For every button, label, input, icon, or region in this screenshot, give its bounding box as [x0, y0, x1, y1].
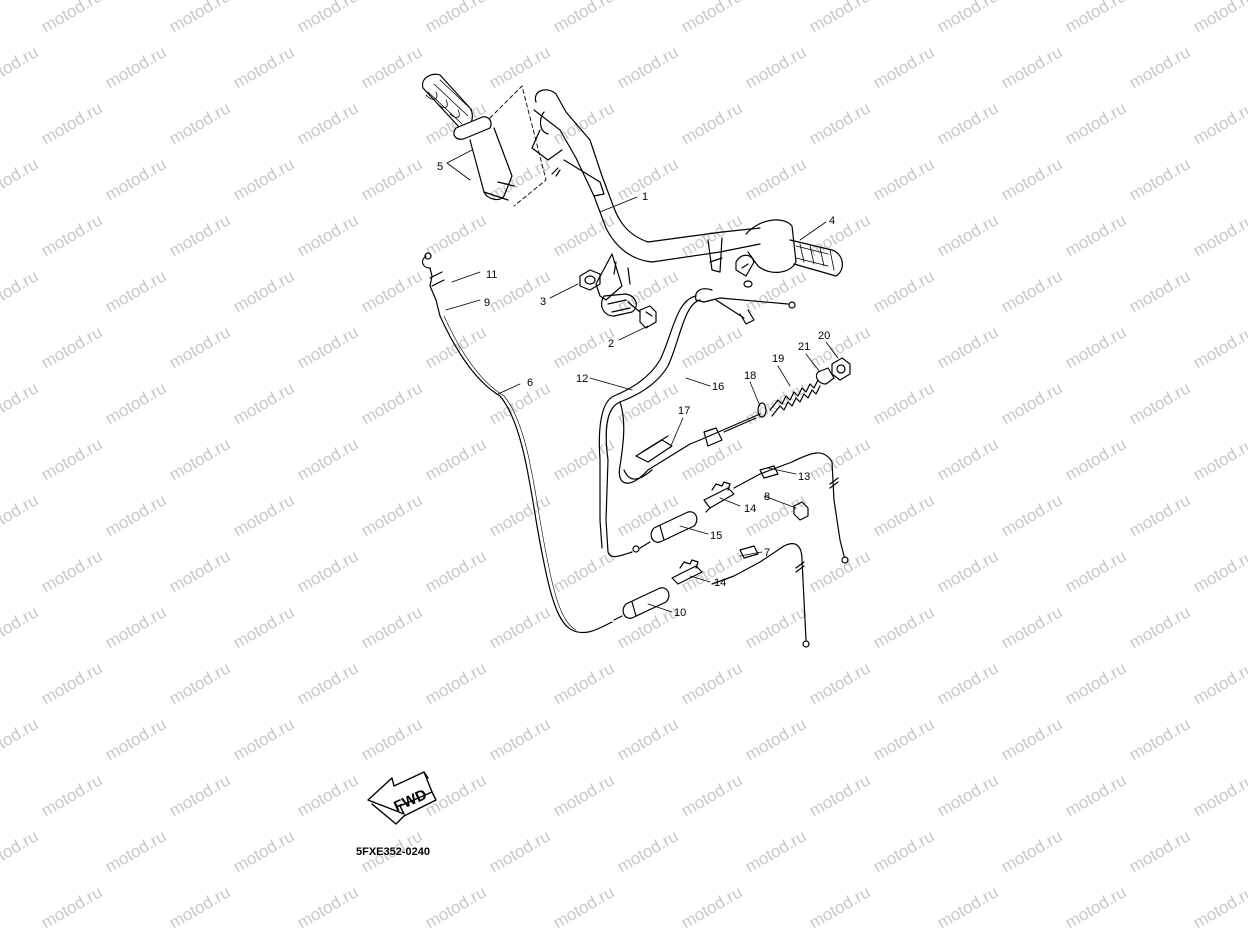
callout-labels: 1 2 3 4 5 6 7 8 9 10 11 12 13 14 14 15 1…: [437, 161, 835, 619]
brake-cable-7: [711, 543, 810, 648]
callout-17: 17: [678, 405, 690, 417]
callout-19: 19: [772, 353, 784, 365]
callout-8: 8: [764, 491, 770, 503]
callout-6: 6: [527, 377, 533, 389]
callout-1: 1: [642, 191, 648, 203]
callout-14-lower: 14: [714, 577, 726, 589]
callout-9: 9: [484, 297, 490, 309]
cable-holder-upper: [703, 481, 735, 513]
callout-12: 12: [576, 373, 588, 385]
callout-10: 10: [674, 607, 686, 619]
nut-part: [579, 269, 601, 291]
handlebar: [531, 89, 761, 317]
callout-14-upper: 14: [744, 503, 756, 515]
fwd-arrow: [367, 771, 437, 825]
grip-group-bracket: [489, 85, 547, 207]
callout-16: 16: [712, 381, 724, 393]
callout-11: 11: [486, 269, 497, 281]
sleeve-10: [613, 587, 670, 621]
left-grip: [421, 73, 515, 201]
cable-guide-17: [635, 435, 673, 463]
cable-end-8: [793, 501, 809, 521]
callout-15: 15: [710, 530, 722, 542]
callout-21: 21: [798, 341, 810, 353]
switch-lead: [695, 288, 796, 325]
callout-3: 3: [540, 296, 546, 308]
diagram-code: 5FXE352-0240: [356, 846, 430, 858]
leader-lines: [445, 149, 839, 613]
callout-5: 5: [437, 161, 443, 173]
adjuster-assembly: [689, 357, 851, 447]
callout-4: 4: [829, 215, 835, 227]
callout-7: 7: [764, 547, 770, 559]
brake-cable-13: [733, 452, 849, 564]
cable-loop-12-16: [598, 295, 701, 558]
sleeve-15: [639, 511, 698, 549]
bolt-part: [627, 301, 657, 329]
cable-holder-lower: [671, 559, 703, 585]
throttle-grip: [735, 219, 843, 288]
callout-2: 2: [608, 338, 614, 350]
brake-cable-6: [421, 252, 613, 634]
callout-20: 20: [818, 330, 830, 342]
callout-13: 13: [798, 471, 810, 483]
callout-18: 18: [744, 370, 756, 382]
